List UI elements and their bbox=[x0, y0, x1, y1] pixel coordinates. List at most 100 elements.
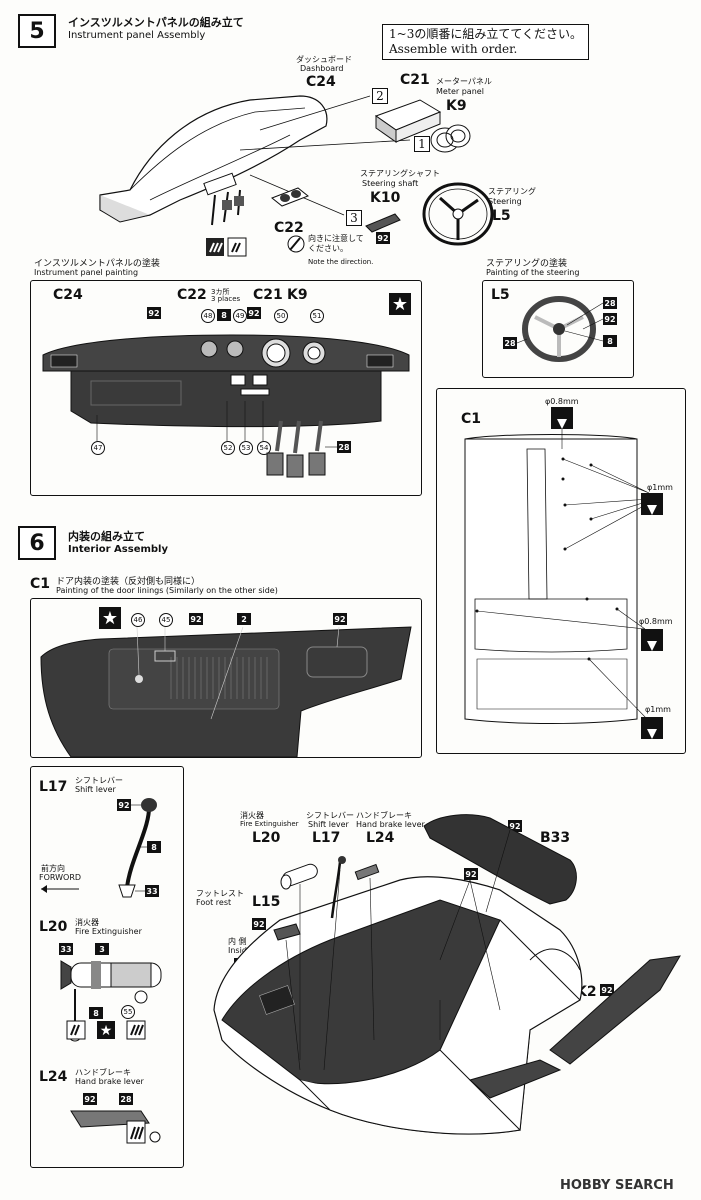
l20-color-8: 8 bbox=[89, 1007, 103, 1019]
ip-color-47: 47 bbox=[91, 441, 105, 455]
meter-panel-label-en: Meter panel bbox=[436, 87, 484, 96]
foot-rest-label-jp: フットレスト bbox=[196, 889, 244, 898]
l20-color-3: 3 bbox=[95, 943, 109, 955]
step-5-title-en: Instrument panel Assembly bbox=[68, 30, 206, 41]
ip-color-48: 48 bbox=[201, 309, 215, 323]
l24-label-jp: ハンドブレーキ bbox=[75, 1068, 131, 1077]
ip-3places-jp: 3カ所 bbox=[211, 288, 230, 296]
door-painting-panel: ★ 46 45 92 2 92 bbox=[30, 598, 422, 758]
order-2-marker: 2 bbox=[372, 88, 388, 104]
l20-color-33: 33 bbox=[59, 943, 73, 955]
direction-note-jp: 向きに注意して ください。 bbox=[308, 234, 364, 253]
fire-ext-label-en: Fire Extinguisher bbox=[240, 820, 299, 828]
floor-color-92: 92 bbox=[464, 868, 478, 880]
assembly-order-note-jp: 1~3の順番に組み立ててください。 bbox=[389, 27, 582, 41]
meter-panel-label-jp: メーターパネル bbox=[436, 77, 492, 86]
foot-rest-label-en: Foot rest bbox=[196, 898, 232, 907]
drill-a-label: φ0.8mm bbox=[545, 397, 579, 406]
steering-painting-title-jp: ステアリングの塗装 bbox=[486, 259, 568, 269]
steering-painting-drawing bbox=[516, 296, 604, 362]
l24-color-28: 28 bbox=[119, 1093, 133, 1105]
dashboard-label-jp: ダッシュボード bbox=[296, 55, 352, 64]
instrument-panel-painting-drawing bbox=[42, 334, 410, 478]
inside-label-jp: 内 側 bbox=[228, 937, 247, 946]
ip-c21-code: C21 bbox=[253, 287, 283, 303]
steering-painting-code: L5 bbox=[491, 287, 510, 303]
ip-color-52: 52 bbox=[221, 441, 235, 455]
c22-code: C22 bbox=[274, 220, 304, 236]
ip-color-54: 54 bbox=[257, 441, 271, 455]
door-lining-drawing bbox=[40, 626, 412, 758]
hand-brake-label-jp: ハンドブレーキ bbox=[356, 811, 412, 820]
ip-painting-title-jp: インスツルメントパネルの塗装 bbox=[34, 259, 160, 269]
assembly-order-note: 1~3の順番に組み立ててください。 Assemble with order. bbox=[382, 24, 589, 60]
drill-c-label: φ0.8mm bbox=[639, 617, 673, 626]
ip-color-53: 53 bbox=[239, 441, 253, 455]
hand-brake-label-en: Hand brake lever bbox=[356, 820, 425, 829]
ip-painting-panel: C24 C22 3カ所 3 places C21 K9 ★ 92 48 8 49… bbox=[30, 280, 422, 496]
door-color-45: 45 bbox=[159, 613, 173, 627]
instrument-panel-exploded-drawing bbox=[99, 95, 494, 257]
assembly-order-note-en: Assemble with order. bbox=[389, 42, 518, 56]
step-6-number: 6 bbox=[18, 526, 56, 560]
dashboard-label-en: Dashboard bbox=[300, 64, 344, 73]
door-title-jp: ドア内装の塗装（反対側も同様に） bbox=[56, 577, 201, 587]
steering-label-en: Steering bbox=[488, 197, 522, 206]
forward-label-jp: 前方向 bbox=[41, 864, 65, 873]
step-5-number: 5 bbox=[18, 14, 56, 48]
meter-panel-code: C21 bbox=[400, 72, 430, 88]
shift-label-jp: シフトレバー bbox=[306, 811, 354, 820]
steering-color-28-a: 28 bbox=[603, 297, 617, 309]
door-title-en: Painting of the door linings (Similarly … bbox=[56, 586, 278, 595]
door-c1-code: C1 bbox=[30, 576, 51, 592]
l24-color-92: 92 bbox=[83, 1093, 97, 1105]
foot-rest-code: L15 bbox=[252, 894, 281, 910]
l24-label-en: Hand brake lever bbox=[75, 1077, 144, 1086]
door-color-92-a: 92 bbox=[189, 613, 203, 625]
foot-rest-color-92: 92 bbox=[252, 918, 266, 930]
ip-3places-en: 3 places bbox=[211, 295, 241, 303]
l17-code: L17 bbox=[39, 779, 68, 795]
fire-ext-label-jp: 消火器 bbox=[240, 811, 264, 820]
shift-label-en: Shift lever bbox=[308, 820, 349, 829]
ip-color-92-b: 92 bbox=[247, 307, 261, 319]
hand-brake-code: L24 bbox=[366, 830, 395, 846]
c1-topview-panel: C1 φ0.8mm φ1mm φ0.8mm φ1mm bbox=[436, 388, 686, 754]
drill-d-label: φ1mm bbox=[645, 705, 671, 714]
ip-color-50: 50 bbox=[274, 309, 288, 323]
steering-label-jp: ステアリング bbox=[488, 187, 536, 196]
star-icon: ★ bbox=[99, 607, 121, 629]
ip-color-49: 49 bbox=[233, 309, 247, 323]
step-6-title-jp: 内装の組み立て bbox=[68, 530, 145, 543]
ip-color-51: 51 bbox=[310, 309, 324, 323]
forward-label-en: FORWORD bbox=[39, 873, 82, 882]
l20-color-55: 55 bbox=[121, 1005, 135, 1019]
meter-k9-code: K9 bbox=[446, 98, 467, 114]
steering-shaft-label-en: Steering shaft bbox=[362, 179, 419, 188]
steering-code: L5 bbox=[492, 208, 511, 224]
order-3-marker: 3 bbox=[346, 210, 362, 226]
l17-color-8: 8 bbox=[147, 841, 161, 853]
door-color-46: 46 bbox=[131, 613, 145, 627]
steering-shaft-label-jp: ステアリングシャフト bbox=[360, 169, 440, 178]
k2-color-92: 92 bbox=[600, 984, 614, 996]
ip-painting-title-en: Instrument panel painting bbox=[34, 268, 139, 277]
step-6-title-en: Interior Assembly bbox=[68, 544, 168, 555]
inside-label-en: Inside bbox=[228, 946, 252, 955]
l17-color-92: 92 bbox=[117, 799, 131, 811]
c1-topview-code: C1 bbox=[461, 411, 482, 427]
l17-label-jp: シフトレバー bbox=[75, 776, 123, 785]
ip-color-92-a: 92 bbox=[147, 307, 161, 319]
ip-k9-code: K9 bbox=[287, 287, 308, 303]
subparts-panel: L17 シフトレバー Shift lever 92 8 33 前方向 FORWO… bbox=[30, 766, 184, 1168]
svg-text:★: ★ bbox=[100, 1023, 113, 1039]
fire-ext-code: L20 bbox=[252, 830, 281, 846]
color-92-shaft: 92 bbox=[376, 232, 390, 244]
steering-color-28-b: 28 bbox=[503, 337, 517, 349]
ip-color-28: 28 bbox=[337, 441, 351, 453]
l17-label-en: Shift lever bbox=[75, 785, 116, 794]
ip-color-8: 8 bbox=[217, 309, 231, 321]
c1-topview-drawing bbox=[464, 407, 663, 739]
b33-code: B33 bbox=[540, 830, 571, 846]
